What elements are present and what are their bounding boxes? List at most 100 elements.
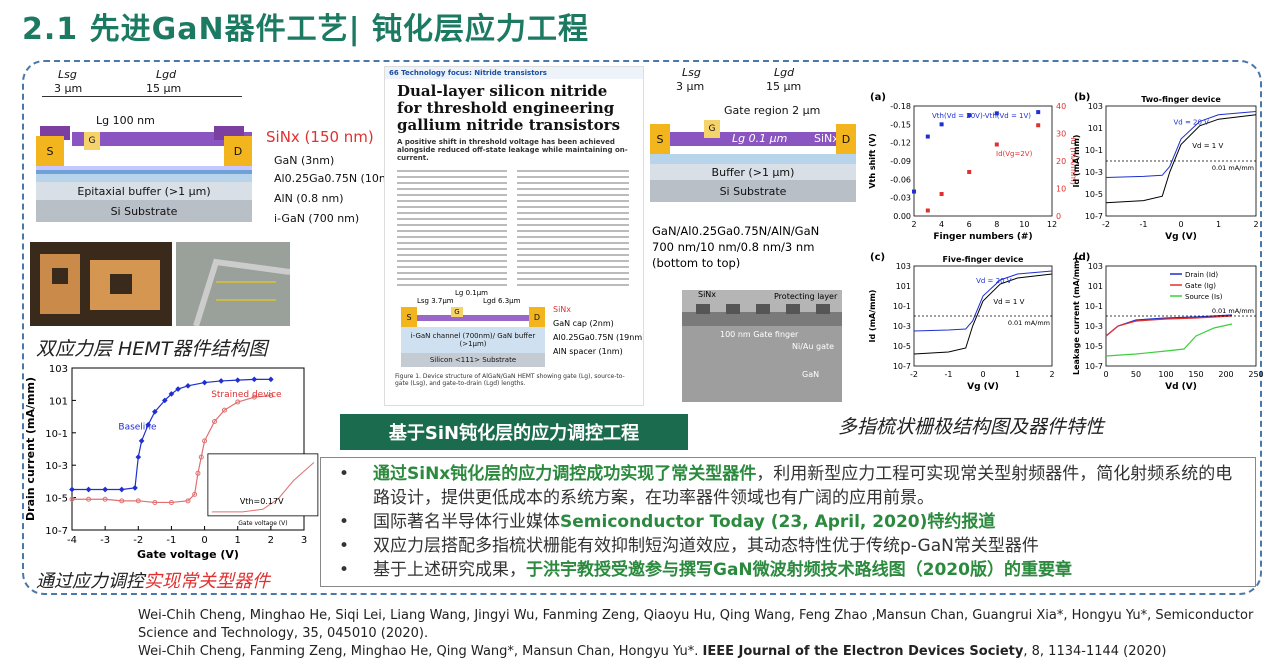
slide-title: 2.1 先进GaN器件工艺| 钝化层应力工程 (22, 12, 589, 47)
strained-point (235, 399, 241, 405)
x-tick-label: -2 (133, 535, 143, 546)
bullet-dot: • (339, 536, 350, 556)
igan-label: i-GaN (700 nm) (274, 212, 360, 225)
fig-sinx-layer (417, 315, 529, 321)
baseline-point (218, 378, 224, 384)
y-tick-label: 10-1 (1085, 302, 1103, 311)
y2-tick-label: 20 (1056, 157, 1066, 166)
y2-tick-label: 10 (1056, 185, 1066, 194)
sem-photo-graphic (193, 258, 291, 327)
algan-label: Al0.25Ga0.75N (10nm) (274, 172, 401, 185)
x-tick-label: 6 (967, 220, 972, 229)
aln-layer (36, 170, 252, 174)
plot-frame (71, 367, 305, 531)
x-tick-label: -1 (945, 370, 953, 379)
lsg-label: Lsg (58, 68, 77, 81)
y-tick-label: 10-3 (1085, 322, 1103, 331)
strained-point (251, 394, 257, 400)
y-tick-label: -0.15 (890, 120, 911, 129)
fig-algan-label: Al0.25Ga0.75N (19nm) (553, 333, 644, 342)
sem-nigate-label: Ni/Au gate (792, 342, 835, 351)
baseline-point (185, 382, 191, 389)
x-tick-label: 1 (235, 535, 241, 546)
y-axis-label: Id (mA/mm) (1072, 135, 1081, 188)
x-axis-label: Vg (V) (967, 382, 999, 392)
ref-label: 0.01 mA/mm (1212, 307, 1254, 315)
sinx-thickness-label: SiNx (150 nm) (266, 128, 374, 146)
bullet-dot: • (339, 464, 350, 484)
y-tick-label: 10-7 (1085, 362, 1103, 371)
baseline-point (268, 376, 274, 383)
y-tick-label: 101 (1088, 124, 1103, 133)
sem-finger-label: 100 nm Gate finger (720, 330, 799, 339)
y-tick-label: 10-1 (1085, 146, 1103, 155)
y-axis-label: Leakage current (mA/mm) (1072, 257, 1081, 375)
panel-title: Two-finger device (1141, 95, 1221, 104)
mid-caption-banner: 基于SiN钝化层的应力调控工程 (340, 414, 688, 450)
y-axis-label: Vth shift (V) (868, 133, 877, 188)
y2-axis-label: Id (mA/mm) (1069, 137, 1076, 185)
x-tick-label: 100 (1158, 370, 1173, 379)
panel-title: Five-finger device (943, 255, 1025, 264)
x-tick-label: 50 (1131, 370, 1141, 379)
sem-sinx-label: SiNx (698, 290, 717, 299)
x-tick-label: -2 (1102, 220, 1110, 229)
left-chart-caption-highlight: 实现常关型器件 (144, 571, 270, 592)
y-tick-label: -0.12 (890, 139, 911, 148)
bullet-1-bold: 通过SiNx钝化层的应力调控成功实现了常关型器件 (373, 464, 757, 484)
id-point (994, 142, 999, 147)
vth-point (967, 113, 972, 118)
fig-lgd: Lgd 6.3μm (483, 297, 521, 305)
r-layers-label: GaN/Al0.25Ga0.75N/AlN/GaN (652, 224, 820, 238)
id-point (939, 192, 944, 196)
r-lgd-value: 15 μm (766, 80, 802, 93)
x-axis-label: Vd (V) (1165, 382, 1197, 392)
y-tick-label: 10-7 (45, 526, 68, 537)
baseline-point (138, 438, 145, 444)
dimension-line (42, 96, 242, 97)
gan-cap-label: GaN (3nm) (274, 154, 335, 167)
baseline-point (201, 379, 208, 386)
x-tick-label: 2 (268, 535, 274, 546)
id-point (925, 208, 930, 213)
y-tick-label: 10-3 (1085, 168, 1103, 177)
legend-baseline: Baseline (118, 423, 157, 433)
y-tick-label: 101 (49, 396, 68, 407)
vd20-curve (913, 270, 1053, 332)
bullet-4-pre: 基于上述研究成果， (373, 560, 526, 580)
strained-point (86, 496, 92, 502)
reference-2: Wei-Chih Cheng, Fanming Zeng, Minghao He… (138, 644, 1166, 659)
right-caption: 多指梳状栅极结构图及器件特性 (838, 416, 1105, 438)
baseline-point (251, 376, 258, 383)
lgd-label: Lgd (156, 68, 177, 81)
drain-pad: D (224, 136, 252, 166)
finger-structure-diagram: Lsg 3 μm Lgd 15 μm Gate region 2 μm S G … (646, 64, 866, 284)
y-tick-label: 0.00 (893, 212, 911, 221)
r-lsg-value: 3 μm (676, 80, 705, 93)
vd20-label: Vd = 20 V (1174, 119, 1210, 127)
strained-point (221, 407, 227, 413)
panel-label: (d) (1074, 252, 1090, 263)
panel-label: (c) (870, 252, 885, 263)
fig-aln-label: AlN spacer (1nm) (553, 347, 623, 356)
source-pad: S (36, 136, 64, 166)
bullet-3-pre: 双应力层搭配多指梳状栅能有效抑制短沟道效应，其动态特性优于传统p-GaN常关型器… (373, 536, 1039, 556)
substrate-layer: Si Substrate (36, 200, 252, 222)
r-drain-pad: D (836, 124, 856, 154)
id-point (1036, 123, 1041, 128)
legend-text: Source (Is) (1185, 293, 1223, 301)
y-tick-label: 10-5 (1085, 190, 1103, 199)
bullet-2: •国际著名半导体行业媒体Semiconductor Today (23, Apr… (339, 510, 1245, 534)
leakage-curve-0 (1105, 314, 1233, 337)
fig-channel: i-GaN channel (700nm)/ GaN buffer (>1μm) (401, 327, 545, 353)
y-axis-label: Id (mA/mm) (868, 290, 877, 343)
panel-frame (1105, 265, 1257, 367)
ref-label: 0.01 mA/mm (1212, 164, 1254, 172)
legend-text: Gate (Ig) (1185, 282, 1216, 290)
x-axis-label: Vg (V) (1165, 232, 1197, 242)
baseline-point (135, 454, 142, 460)
device-optical-photo (30, 242, 172, 326)
